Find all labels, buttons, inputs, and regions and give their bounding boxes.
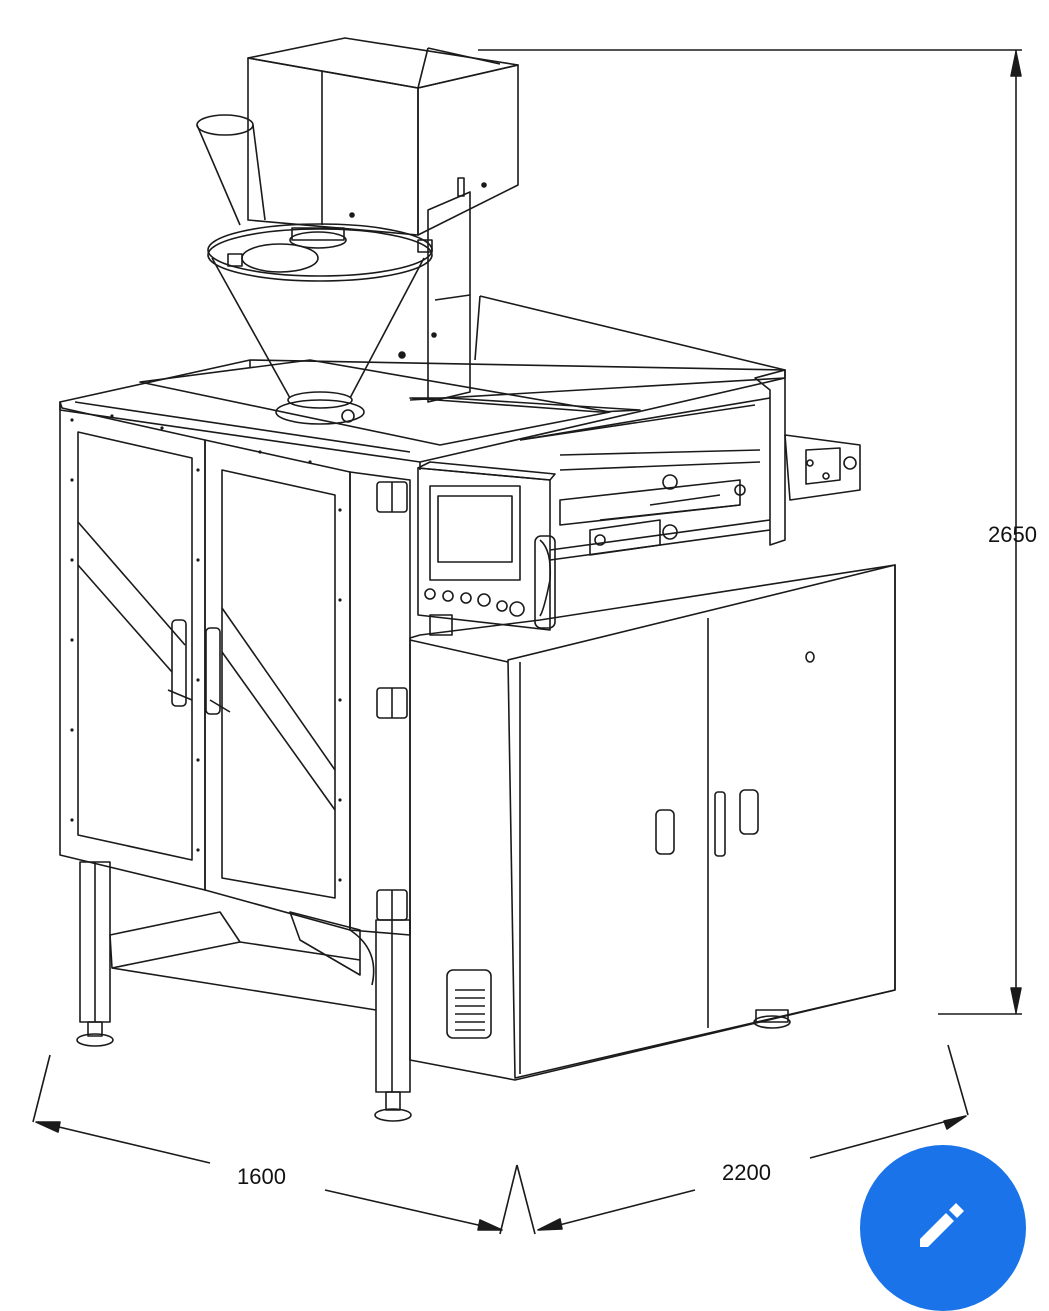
dimension-width-label: 2200 — [722, 1160, 771, 1185]
dimension-width-lines — [516, 1044, 969, 1235]
left-legs — [76, 861, 412, 1122]
control-panel — [417, 461, 556, 636]
auger-motor-box — [247, 37, 519, 236]
dimension-height-lines — [478, 49, 1022, 1015]
electrical-cabinet — [409, 564, 896, 1081]
dimension-depth-label: 1600 — [237, 1164, 286, 1189]
support-column — [398, 191, 471, 403]
dimension-height-label: 2650 — [988, 522, 1037, 547]
gantry — [519, 369, 861, 561]
top-frame — [59, 295, 786, 470]
machine-drawing — [32, 37, 1022, 1235]
rivets — [70, 414, 342, 882]
hopper-funnel — [196, 114, 433, 425]
pencil-icon — [920, 1203, 964, 1247]
left-guard-cabinet — [59, 401, 411, 936]
dimension-depth-lines — [32, 1054, 518, 1235]
edit-button[interactable] — [860, 1145, 1026, 1311]
